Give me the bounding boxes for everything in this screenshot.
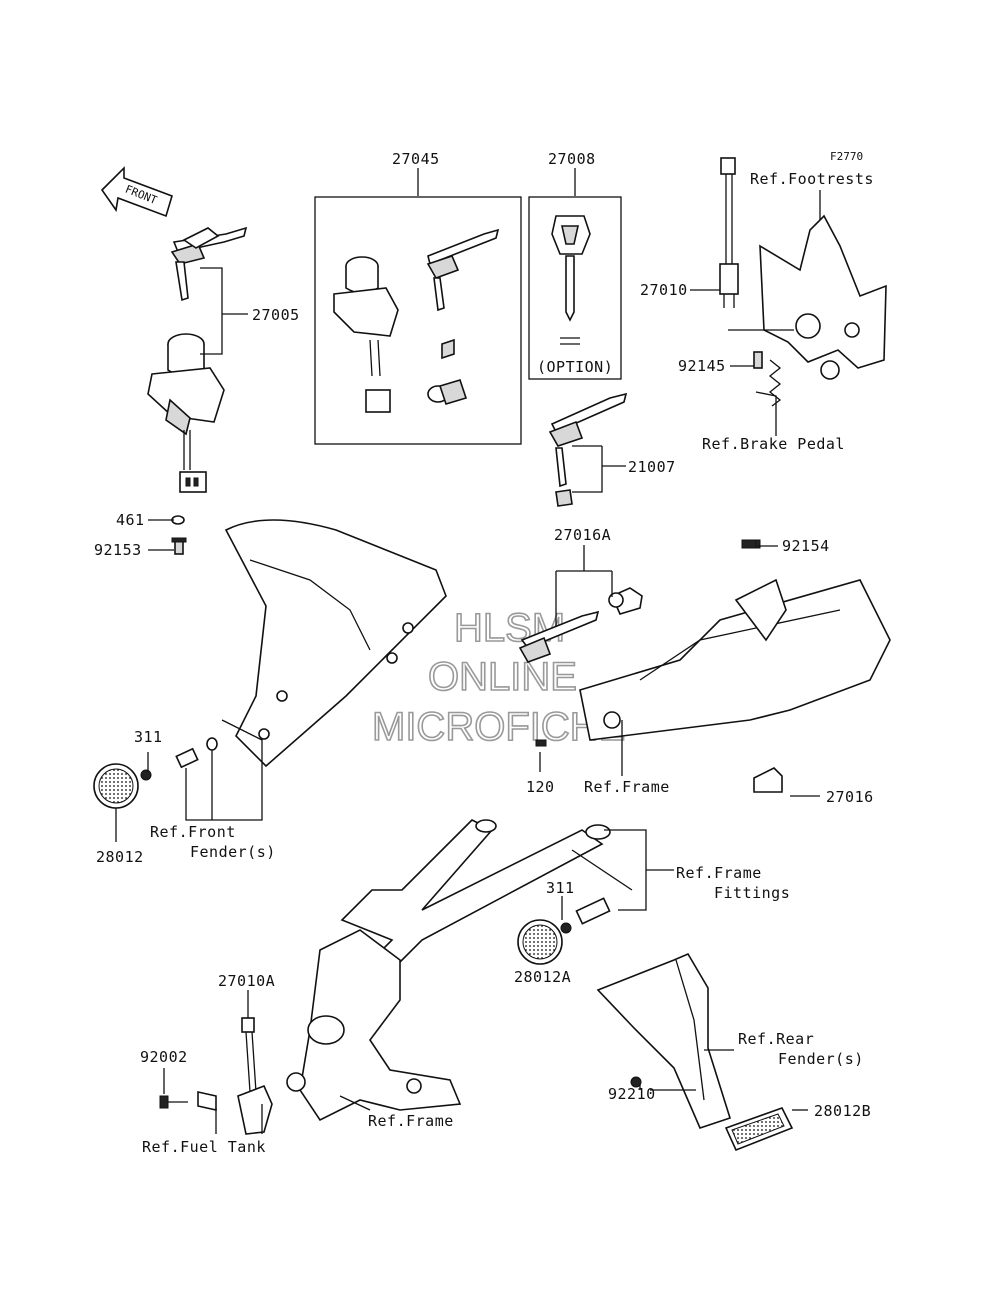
ref-frame-fittings-line-2[interactable]: Fittings [714, 884, 790, 902]
callout-461[interactable]: 461 [116, 511, 145, 529]
callout-27010A[interactable]: 27010A [218, 972, 275, 990]
callout-28012A[interactable]: 28012A [514, 968, 571, 986]
callout-311-upper[interactable]: 311 [134, 728, 163, 746]
front-fender-drawing [224, 519, 447, 768]
callout-92154[interactable]: 92154 [782, 537, 830, 555]
ref-rear-fender-line-1[interactable]: Ref.Rear [738, 1030, 814, 1048]
ignition-kit-27045-drawing [333, 228, 500, 413]
key-blank-27008-drawing [551, 215, 591, 345]
part-92153-screw [171, 537, 187, 555]
key-blank-option-box [528, 196, 622, 380]
callout-labels: 27045 27008 27005 27010 92145 21007 461 … [94, 150, 874, 1120]
frame-fittings-drawing [340, 819, 611, 981]
frame-lock-27016A-drawing [518, 587, 643, 663]
watermark-line-2: ONLINE [428, 655, 577, 699]
sidestand-switch-27010A-drawing [237, 1017, 273, 1135]
reflector-28012-drawing [93, 763, 139, 809]
bracket-fuel-drawing [197, 1091, 217, 1111]
diagram-code: F2770 [830, 150, 863, 163]
callout-28012B[interactable]: 28012B [814, 1102, 871, 1120]
lower-frame-drawing [286, 929, 462, 1122]
front-arrow-icon: FRONT [100, 166, 173, 218]
bolt-92002-drawing [159, 1095, 188, 1109]
callout-28012[interactable]: 28012 [96, 848, 144, 866]
callout-120[interactable]: 120 [526, 778, 555, 796]
key-set-21007-drawing [548, 392, 628, 507]
part-311b-nut [560, 922, 572, 934]
ref-frame-lower[interactable]: Ref.Frame [368, 1112, 454, 1130]
part-92154-bolt [741, 539, 757, 549]
ref-front-fender-line-2[interactable]: Fender(s) [190, 843, 276, 861]
ref-fuel-tank[interactable]: Ref.Fuel Tank [142, 1138, 266, 1156]
bolt-spacer-drawing [575, 897, 611, 925]
spring-92145-drawing [753, 351, 782, 407]
part-92210-nut [630, 1076, 642, 1088]
callout-311-lower[interactable]: 311 [546, 879, 575, 897]
ref-front-fender-line-1[interactable]: Ref.Front [150, 823, 236, 841]
callout-27010[interactable]: 27010 [640, 281, 688, 299]
ignition-switch-27005-drawing [147, 226, 248, 493]
option-label: (OPTION) [537, 358, 613, 376]
ref-footrests[interactable]: Ref.Footrests [750, 170, 874, 188]
reflector-spacer-drawing [175, 737, 218, 769]
footrest-bracket-drawing [759, 214, 887, 380]
callout-92210[interactable]: 92210 [608, 1085, 656, 1103]
callout-92002[interactable]: 92002 [140, 1048, 188, 1066]
reference-labels: Ref.Footrests Ref.Brake Pedal Ref.Frame … [142, 170, 874, 1156]
callout-27016[interactable]: 27016 [826, 788, 874, 806]
bracket-27016-drawing [753, 767, 783, 793]
watermark-line-1: HLSM [454, 606, 565, 650]
callout-27045[interactable]: 27045 [392, 150, 440, 168]
callout-21007[interactable]: 21007 [628, 458, 676, 476]
reflector-28012A-drawing [517, 919, 563, 965]
reflector-28012B-drawing [724, 1107, 794, 1152]
part-120-bolt [535, 739, 547, 747]
watermark: HLSM ONLINE MICROFICHE [371, 605, 626, 750]
kit-27045-box [314, 196, 522, 445]
ref-rear-fender-line-2[interactable]: Fender(s) [778, 1050, 864, 1068]
ref-brake-pedal[interactable]: Ref.Brake Pedal [702, 435, 845, 453]
rear-frame-drawing [579, 539, 891, 741]
ref-frame-center[interactable]: Ref.Frame [584, 778, 670, 796]
part-311-nut [140, 769, 152, 781]
callout-27005[interactable]: 27005 [252, 306, 300, 324]
callout-92145[interactable]: 92145 [678, 357, 726, 375]
rear-fender-drawing [596, 952, 731, 1129]
leader-lines [115, 168, 821, 1134]
callout-27008[interactable]: 27008 [548, 150, 596, 168]
callout-92153[interactable]: 92153 [94, 541, 142, 559]
callout-27016A[interactable]: 27016A [554, 526, 611, 544]
ref-frame-fittings-line-1[interactable]: Ref.Frame [676, 864, 762, 882]
brake-switch-27010-drawing [719, 157, 739, 308]
